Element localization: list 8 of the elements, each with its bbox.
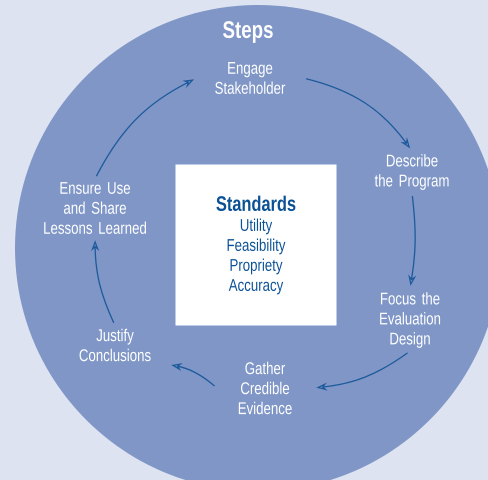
heading: Steps xyxy=(223,21,273,43)
standards-box: Standards Utility Feasibility Propriety Accuracy xyxy=(176,164,336,326)
step-label: Gather Credible Evidence xyxy=(238,362,292,414)
step-label: Ensure Use and Share Lessons Learned xyxy=(44,182,146,234)
step-label: Describe the Program xyxy=(374,154,449,190)
step-label: Focus the Evaluation Design xyxy=(380,292,440,348)
step-label: Justify Conclusions xyxy=(80,328,151,362)
step-label: Engage Stakeholder xyxy=(215,62,286,94)
